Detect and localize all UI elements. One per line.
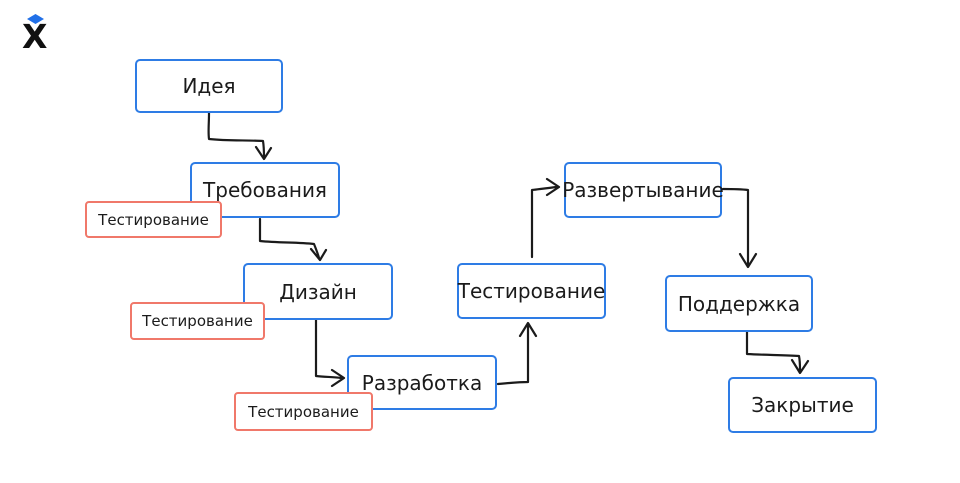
arrow-design-to-development[interactable] [314,318,346,388]
arrow-development-to-testing[interactable] [496,321,538,386]
node-closure[interactable]: Закрытие [728,377,877,433]
testing-badge-development[interactable]: Тестирование [234,392,373,431]
testing-badge-design[interactable]: Тестирование [130,302,265,340]
node-idea[interactable]: Идея [135,59,283,113]
arrow-requirements-to-design[interactable] [258,217,328,262]
node-design[interactable]: Дизайн [243,263,393,320]
arrow-idea-to-requirements[interactable] [207,111,273,161]
arrow-testing-to-deployment[interactable] [530,177,561,259]
logo-letter: X [22,17,48,56]
node-development[interactable]: Разработка [347,355,497,410]
node-testing[interactable]: Тестирование [457,263,606,319]
arrow-support-to-closure[interactable] [745,330,810,375]
arrow-deployment-to-support[interactable] [721,187,758,269]
logo: X [20,12,50,56]
logo-cap-icon [27,14,44,24]
node-support[interactable]: Поддержка [665,275,813,332]
testing-badge-requirements[interactable]: Тестирование [85,201,222,238]
node-deployment[interactable]: Развертывание [562,162,724,218]
